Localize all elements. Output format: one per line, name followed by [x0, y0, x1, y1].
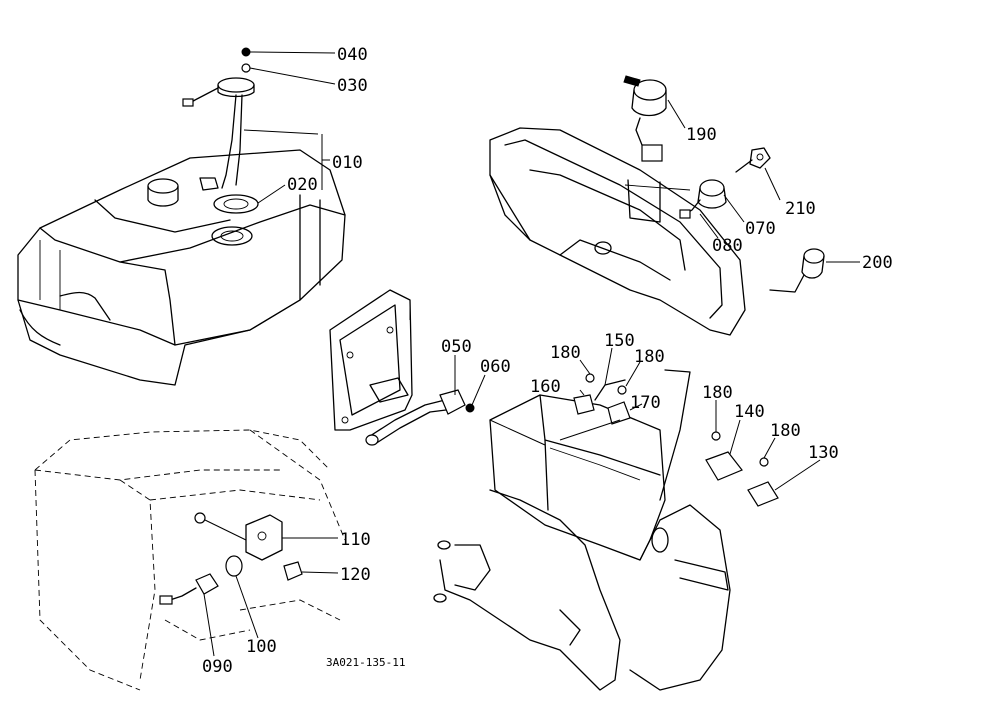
socket — [769, 248, 825, 293]
key — [735, 147, 771, 173]
label-140: 140 — [734, 402, 765, 422]
label-180-c: 180 — [702, 383, 733, 403]
lower-column — [433, 489, 731, 691]
label-130: 130 — [808, 443, 839, 463]
label-150: 150 — [604, 331, 635, 351]
label-050: 050 — [441, 337, 472, 357]
hour-meter — [623, 75, 667, 162]
part-labels: 040 030 010 020 190 210 070 080 200 050 … — [202, 45, 893, 677]
label-160: 160 — [530, 377, 561, 397]
label-200: 200 — [862, 253, 893, 273]
key-switch — [679, 179, 727, 219]
label-020: 020 — [287, 175, 318, 195]
label-120: 120 — [340, 565, 371, 585]
gasket-020 — [213, 194, 259, 214]
sensor-switch — [159, 573, 219, 605]
fuel-tank — [17, 149, 346, 386]
label-060: 060 — [480, 357, 511, 377]
washer — [225, 555, 243, 577]
drawing-code: 3A021-135-11 — [326, 656, 405, 669]
label-180-b: 180 — [634, 347, 665, 367]
label-090: 090 — [202, 657, 233, 677]
transmission-case — [34, 429, 346, 691]
wire-harness — [365, 389, 475, 446]
label-040: 040 — [337, 45, 368, 65]
label-180-d: 180 — [770, 421, 801, 441]
label-180-a: 180 — [550, 343, 581, 363]
bolt-120 — [283, 561, 303, 581]
label-110: 110 — [340, 530, 371, 550]
switch-parts — [573, 373, 779, 507]
label-100: 100 — [246, 637, 277, 657]
label-210: 210 — [785, 199, 816, 219]
label-170: 170 — [630, 393, 661, 413]
label-010: 010 — [332, 153, 363, 173]
leader-lines — [203, 51, 860, 657]
bracket-assembly — [329, 289, 413, 431]
label-030: 030 — [337, 76, 368, 96]
label-080: 080 — [712, 236, 743, 256]
dash-panel — [489, 127, 746, 336]
label-070: 070 — [745, 219, 776, 239]
bracket-110 — [245, 514, 283, 561]
fuel-sender-unit — [182, 47, 255, 191]
plug — [194, 512, 206, 524]
label-190: 190 — [686, 125, 717, 145]
